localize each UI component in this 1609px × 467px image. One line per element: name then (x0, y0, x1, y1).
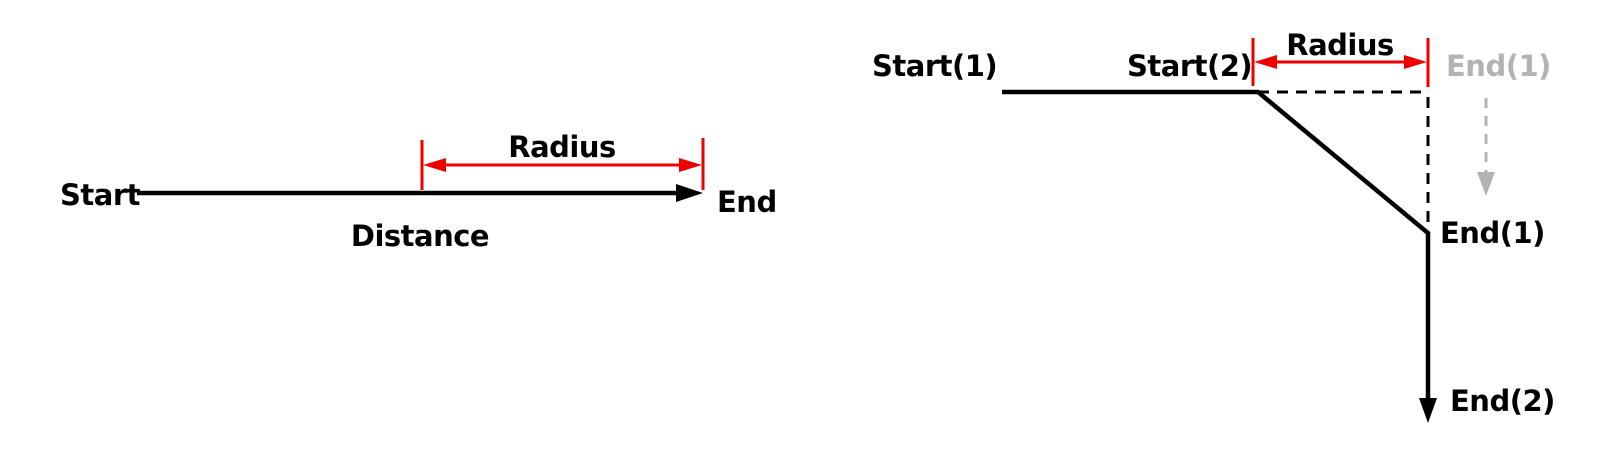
start1-label: Start(1) (872, 49, 997, 83)
radius-arrowhead-left-icon (423, 158, 446, 172)
start2-label: Start(2) (1127, 49, 1252, 83)
distance-label: Distance (351, 219, 489, 253)
path-arrowhead-icon (676, 184, 703, 202)
bent-path-line (1002, 89, 1431, 403)
radius-label: Radius (508, 130, 616, 164)
end1-ghost-label: End(1) (1446, 49, 1551, 83)
ghost-end-arrowhead-icon (1477, 172, 1495, 196)
radius-arrowhead-left-icon (1254, 55, 1277, 69)
radius-label: Radius (1286, 28, 1394, 62)
radius-arrowhead-right-icon (1404, 55, 1427, 69)
end-label: End (717, 185, 777, 219)
bent-path-diagram: Start(1) Start(2) Radius End(1) End(1) E… (872, 28, 1555, 423)
bent-path-arrowhead-icon (1419, 398, 1437, 423)
end2-label: End(2) (1450, 384, 1555, 418)
end1-label: End(1) (1440, 216, 1545, 250)
radius-arrowhead-right-icon (679, 158, 702, 172)
start-label: Start (60, 178, 141, 212)
straight-path-diagram: Start End Radius Distance (60, 130, 777, 253)
